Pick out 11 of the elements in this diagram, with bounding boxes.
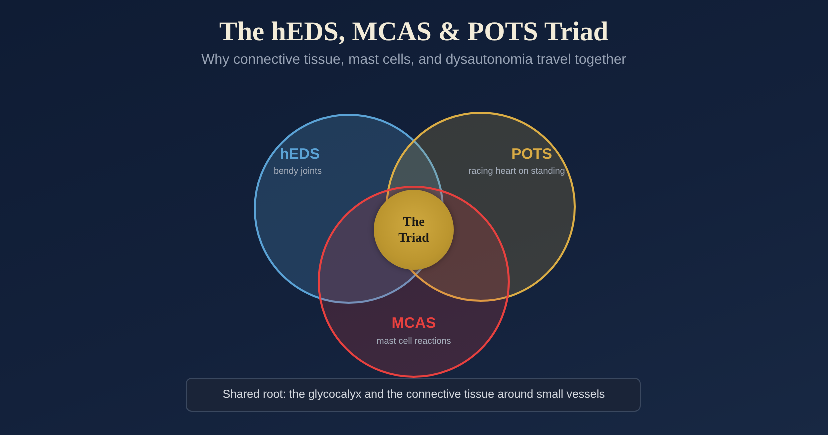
note-panel [186,378,641,412]
center-label: The Triad [398,214,430,246]
set-description: racing heart on standing [468,167,566,177]
set-description: mast cell reactions [376,337,452,347]
set-name: POTS [512,146,552,164]
note-text: Shared root: the glycocalyx and the connective tissue around small vessels [222,389,606,401]
set-description: bendy joints [274,167,322,177]
set-name: MCAS [392,316,436,332]
subtitle: Why connective tissue, mast cells, and dysautonomia travel together [202,51,626,67]
set-name: hEDS [280,146,320,164]
title: The hEDS, MCAS & POTS Triad [219,16,609,48]
